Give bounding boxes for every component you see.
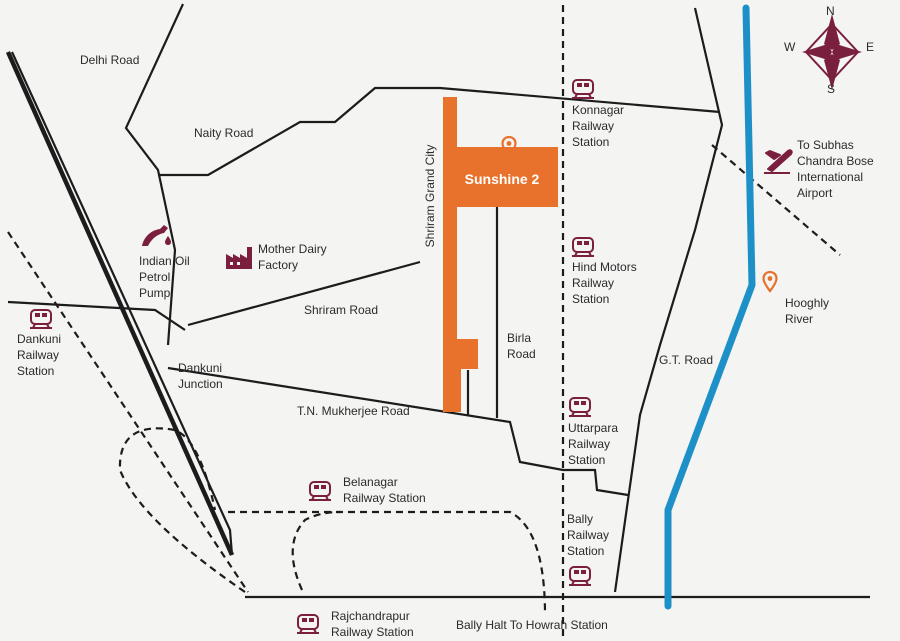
konnagar-station-label: Konnagar Railway Station bbox=[572, 103, 625, 149]
project-area bbox=[443, 97, 558, 412]
road-outer-left bbox=[10, 51, 234, 556]
airplane-icon bbox=[764, 149, 793, 174]
belanagar-station-label: Belanagar Railway Station bbox=[343, 475, 426, 505]
road-tn-mukherjee bbox=[167, 366, 629, 497]
naity-road-label: Naity Road bbox=[194, 126, 254, 140]
hooghly-river bbox=[664, 4, 756, 610]
road-gt bbox=[613, 7, 724, 593]
train-icon bbox=[572, 237, 594, 257]
compass-rose bbox=[802, 14, 862, 90]
train-icon bbox=[569, 397, 591, 417]
mother-dairy-label: Mother Dairy Factory bbox=[258, 242, 327, 272]
fuel-pump-icon bbox=[142, 225, 171, 246]
rajchandrapur-station-label: Rajchandrapur Railway Station bbox=[331, 609, 414, 639]
road-dankuni-west bbox=[7, 300, 186, 331]
tn-mukherjee-road-label: T.N. Mukherjee Road bbox=[297, 404, 410, 418]
dankuni-junction-label: Dankuni Junction bbox=[178, 361, 223, 391]
railway-loop-inner bbox=[291, 510, 341, 591]
hooghly-river-label: Hooghly River bbox=[785, 296, 830, 326]
railway-dankuni bbox=[7, 231, 249, 593]
compass-west: W bbox=[784, 40, 796, 54]
railway-airport bbox=[711, 144, 841, 256]
shriram-road-label: Shriram Road bbox=[304, 303, 379, 317]
birla-road-label: Birla Road bbox=[507, 331, 536, 361]
road-naity-east bbox=[158, 86, 721, 177]
project-label: Sunshine 2 bbox=[464, 171, 540, 187]
compass-north: N bbox=[826, 4, 835, 18]
location-pin-icon bbox=[501, 136, 517, 158]
roads bbox=[7, 3, 870, 599]
railway-loop-outer bbox=[118, 427, 246, 593]
train-icon bbox=[572, 79, 594, 99]
airport-label: To Subhas Chandra Bose International Air… bbox=[797, 138, 874, 200]
indian-oil-label: Indian Oil Petrol Pump bbox=[139, 254, 190, 300]
compass-icon: N E S W bbox=[780, 4, 884, 100]
train-icon bbox=[30, 309, 52, 329]
project-road-label: Shriram Grand City bbox=[423, 144, 437, 248]
compass-south: S bbox=[827, 82, 836, 96]
delhi-road-label: Delhi Road bbox=[80, 53, 140, 67]
compass-east: E bbox=[866, 40, 875, 54]
factory-icon bbox=[226, 247, 252, 269]
train-icon bbox=[297, 614, 319, 634]
dankuni-station-label: Dankuni Railway Station bbox=[17, 332, 62, 378]
road-highway-left bbox=[5, 51, 235, 556]
river-pin-icon bbox=[762, 271, 778, 293]
railway-lines bbox=[7, 5, 841, 641]
highway bbox=[5, 51, 235, 556]
road-shriram bbox=[187, 260, 421, 327]
train-icon bbox=[569, 566, 591, 586]
hind-motors-station-label: Hind Motors Railway Station bbox=[572, 260, 637, 306]
uttarpara-station-label: Uttarpara Railway Station bbox=[568, 421, 619, 467]
train-icon bbox=[309, 481, 331, 501]
road-naity bbox=[124, 3, 184, 346]
bally-station-label: Bally Railway Station bbox=[567, 512, 610, 558]
gt-road-label: G.T. Road bbox=[659, 353, 714, 367]
bally-halt-label: Bally Halt To Howrah Station bbox=[456, 618, 608, 632]
railway-belanagar bbox=[228, 510, 547, 616]
